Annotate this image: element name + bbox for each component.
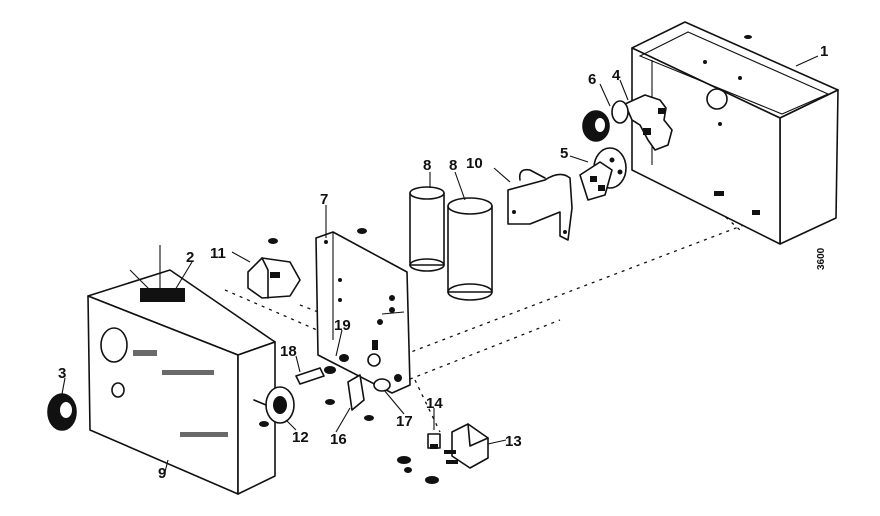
label-17: 17 <box>396 413 413 430</box>
label-2: 2 <box>186 249 194 266</box>
label-12: 12 <box>292 429 309 446</box>
label-6: 6 <box>588 71 596 88</box>
label-9: 9 <box>158 465 166 482</box>
capacitor-clamp <box>507 168 573 241</box>
reference-labels: 1 2 3 4 5 6 7 8 8 9 10 11 12 13 14 16 17… <box>58 43 828 482</box>
knob-3 <box>47 393 77 431</box>
circuit-board <box>315 231 411 394</box>
label-13: 13 <box>505 433 522 450</box>
label-5: 5 <box>560 145 568 162</box>
knob-6 <box>582 110 610 142</box>
label-19: 19 <box>334 317 351 334</box>
cabinet-box <box>631 21 839 245</box>
bracket-bushing <box>611 94 673 151</box>
label-1: 1 <box>820 43 828 60</box>
label-8a: 8 <box>423 157 431 174</box>
front-panel <box>87 245 276 495</box>
label-14: 14 <box>426 395 443 412</box>
label-16: 16 <box>330 431 347 448</box>
switch-5 <box>579 147 627 201</box>
potentiometer-12 <box>253 386 295 424</box>
label-7: 7 <box>320 191 328 208</box>
label-4: 4 <box>612 67 621 84</box>
capacitor-8 <box>447 197 493 301</box>
label-8b: 8 <box>449 157 457 174</box>
label-11: 11 <box>210 245 226 262</box>
label-3: 3 <box>58 365 66 382</box>
capacitor-9 <box>409 186 445 272</box>
diagram-code: 3600 <box>816 247 827 270</box>
leader-lines <box>61 55 819 473</box>
plug-assembly <box>397 423 489 484</box>
label-10: 10 <box>466 155 483 172</box>
small-hardware <box>259 228 391 427</box>
transformer-11 <box>247 257 301 299</box>
label-18: 18 <box>280 343 297 360</box>
